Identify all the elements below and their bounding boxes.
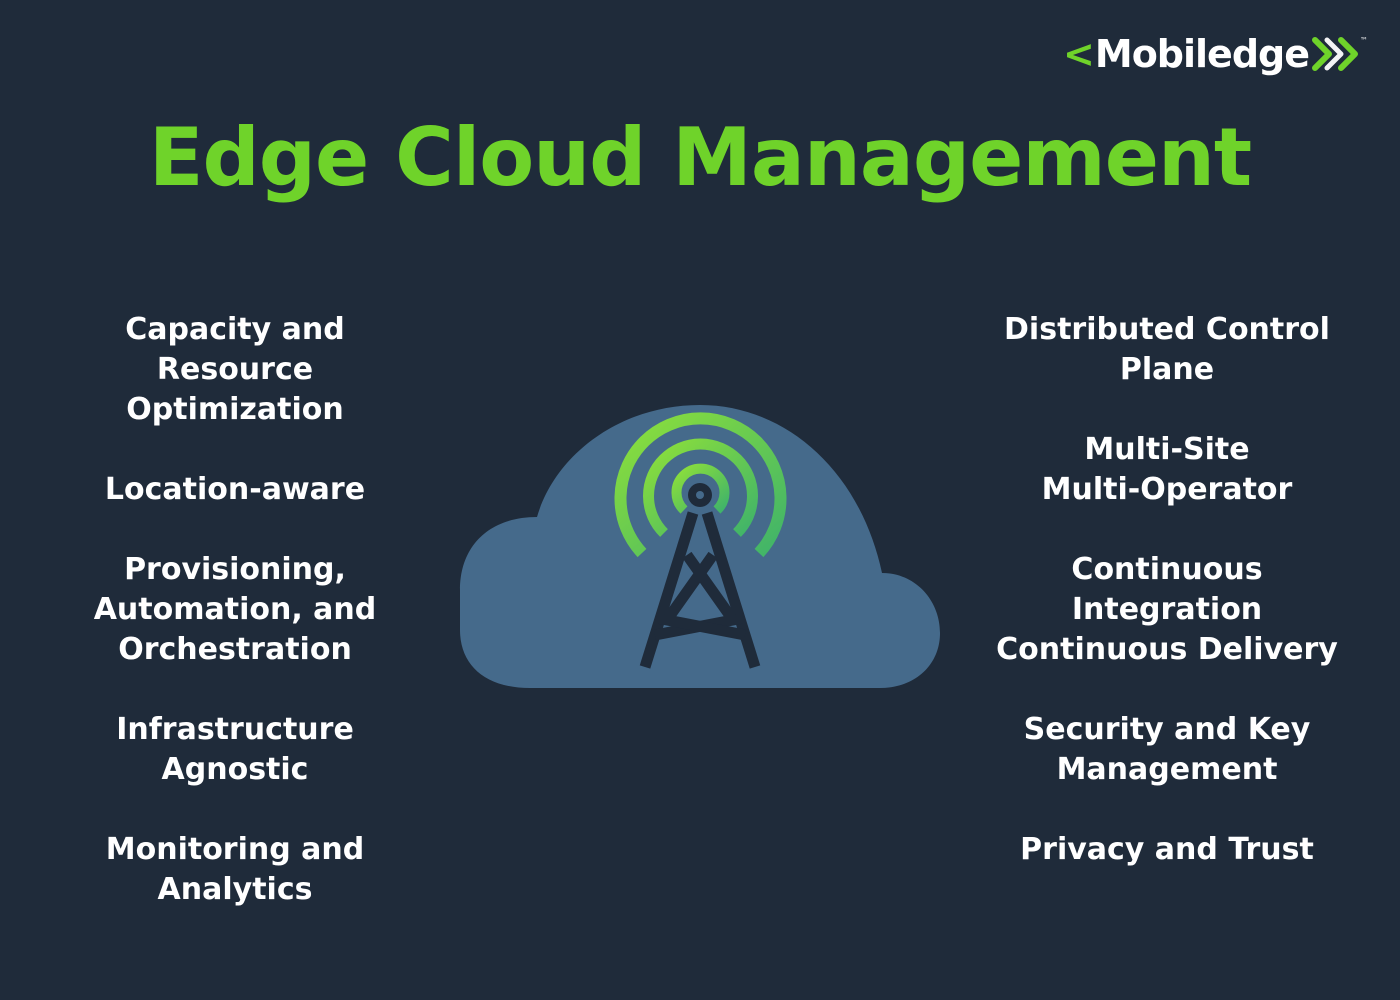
cell-tower-icon [639,483,761,669]
left-feature-list: Capacity and Resource Optimization Locat… [60,310,410,950]
feature-item: Continuous Integration Continuous Delive… [960,550,1374,670]
feature-line: Monitoring and [105,832,365,867]
feature-line: Orchestration [118,632,352,667]
cloud-icon [460,405,940,688]
feature-line: Provisioning, [124,552,346,587]
feature-line: Security and Key [1023,712,1311,747]
feature-item: Multi-Site Multi-Operator [960,430,1374,510]
feature-line: Management [1056,752,1278,787]
trademark-mark: ™ [1360,36,1368,45]
feature-item: Monitoring and Analytics [60,830,410,910]
feature-line: Resource [156,352,314,387]
feature-line: Multi-Operator [1041,472,1293,507]
feature-line: Integration [1071,592,1263,627]
feature-line: Infrastructure [116,712,354,747]
feature-line: Location-aware [104,472,366,507]
feature-item: Provisioning, Automation, and Orchestrat… [60,550,410,670]
feature-item: Location-aware [60,470,410,510]
feature-item: Infrastructure Agnostic [60,710,410,790]
cloud-tower-graphic [460,405,940,688]
feature-line: Continuous Delivery [996,632,1338,667]
feature-item: Privacy and Trust [960,830,1374,870]
page-title: Edge Cloud Management [148,111,1252,204]
brand-logo: < Mobiledge ™ [1063,28,1368,80]
feature-line: Privacy and Trust [1020,832,1314,867]
feature-line: Capacity and [125,312,345,347]
feature-item: Distributed Control Plane [960,310,1374,390]
logo-text: Mobiledge [1094,32,1310,76]
right-feature-list: Distributed Control Plane Multi-Site Mul… [960,310,1374,910]
logo-bracket-icon: < [1063,32,1095,76]
feature-line: Distributed Control [1004,312,1330,347]
feature-item: Capacity and Resource Optimization [60,310,410,430]
feature-line: Multi-Site [1084,432,1250,467]
signal-waves-icon [614,412,787,558]
logo-x-icon [1312,37,1358,71]
feature-line: Continuous [1071,552,1263,587]
feature-line: Optimization [126,392,344,427]
feature-line: Automation, and [93,592,377,627]
feature-line: Agnostic [161,752,309,787]
feature-line: Analytics [157,872,313,907]
feature-item: Security and Key Management [960,710,1374,790]
feature-line: Plane [1119,352,1215,387]
